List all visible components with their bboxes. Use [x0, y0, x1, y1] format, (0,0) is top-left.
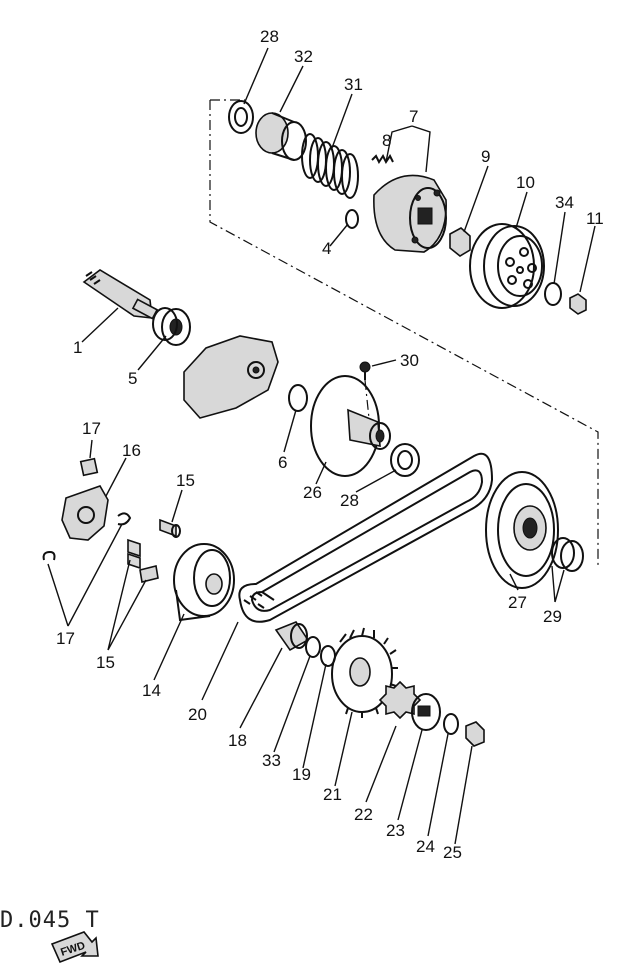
part-11-nut	[569, 293, 587, 315]
part-22-star-washer	[378, 680, 422, 720]
callout-33: 33	[262, 751, 281, 770]
callout-28b: 28	[340, 491, 359, 510]
callout-26: 26	[303, 483, 322, 502]
part-29-rings	[551, 537, 584, 572]
callout-5: 5	[128, 369, 137, 388]
part-24-washer	[443, 713, 459, 735]
part-15-rollers	[127, 518, 181, 583]
part-14-primary-pulley	[173, 543, 235, 622]
callout-27: 27	[508, 593, 527, 612]
part-28-seal	[390, 443, 420, 477]
part-case-cover	[183, 335, 279, 419]
part-32-collar	[255, 112, 307, 161]
part-21-fan-pulley	[331, 627, 398, 718]
callout-21: 21	[323, 785, 342, 804]
callout-23: 23	[386, 821, 405, 840]
part-31-spring	[301, 133, 359, 199]
part-17-slider-left	[42, 550, 56, 561]
part-18-collar	[274, 621, 310, 652]
callout-14: 14	[142, 681, 161, 700]
part-1-shaft	[82, 269, 159, 320]
leader-lines	[47, 47, 596, 845]
part-34-washer	[544, 282, 562, 306]
callout-20: 20	[188, 705, 207, 724]
part-26-sliding-sheave	[310, 375, 391, 477]
callout-9: 9	[481, 147, 490, 166]
callout-22: 22	[354, 805, 373, 824]
callout-30: 30	[400, 351, 419, 370]
part-6-ring	[288, 384, 308, 412]
callout-11: 11	[586, 209, 604, 228]
part-33-washer	[305, 636, 321, 658]
part-28-washer-top	[228, 100, 254, 134]
part-8-small-spring	[371, 154, 394, 164]
callout-34: 34	[555, 193, 574, 212]
callout-8: 8	[382, 131, 391, 150]
part-27-secondary-pulley	[485, 471, 559, 589]
part-17-slider-right	[117, 512, 132, 526]
callout-19: 19	[292, 765, 311, 784]
assembly-boundary	[209, 99, 599, 568]
part-4-ring	[345, 209, 359, 229]
callout-7: 7	[409, 107, 418, 126]
callout-15-top: 15	[176, 471, 195, 490]
callout-24: 24	[416, 837, 435, 856]
callout-1: 1	[73, 338, 82, 357]
callout-4: 4	[322, 239, 331, 258]
part-17-slider-top	[79, 457, 99, 477]
part-30-pin	[359, 361, 371, 380]
callout-6: 6	[278, 453, 287, 472]
callout-28: 28	[260, 27, 279, 46]
callout-32: 32	[294, 47, 313, 66]
part-5-bearing	[152, 307, 191, 346]
callout-25: 25	[443, 843, 462, 862]
part-23-plate	[411, 693, 441, 731]
callout-15-bottom: 15	[96, 653, 115, 672]
fwd-arrow-icon	[50, 931, 99, 964]
part-25-nut	[465, 721, 485, 747]
callout-31: 31	[344, 75, 363, 94]
part-16-cam-plate	[61, 485, 109, 541]
diagram-code: D.045 T	[0, 908, 100, 933]
callout-10: 10	[516, 173, 535, 192]
callout-29: 29	[543, 607, 562, 626]
part-9-nut	[449, 227, 471, 257]
callout-16: 16	[122, 441, 141, 460]
part-7-clutch-carrier	[373, 174, 447, 253]
callout-17-top: 17	[82, 419, 101, 438]
part-20-v-belt	[238, 452, 494, 623]
callout-17-bottom: 17	[56, 629, 75, 648]
callout-18: 18	[228, 731, 247, 750]
part-10-clutch-housing	[469, 223, 545, 309]
